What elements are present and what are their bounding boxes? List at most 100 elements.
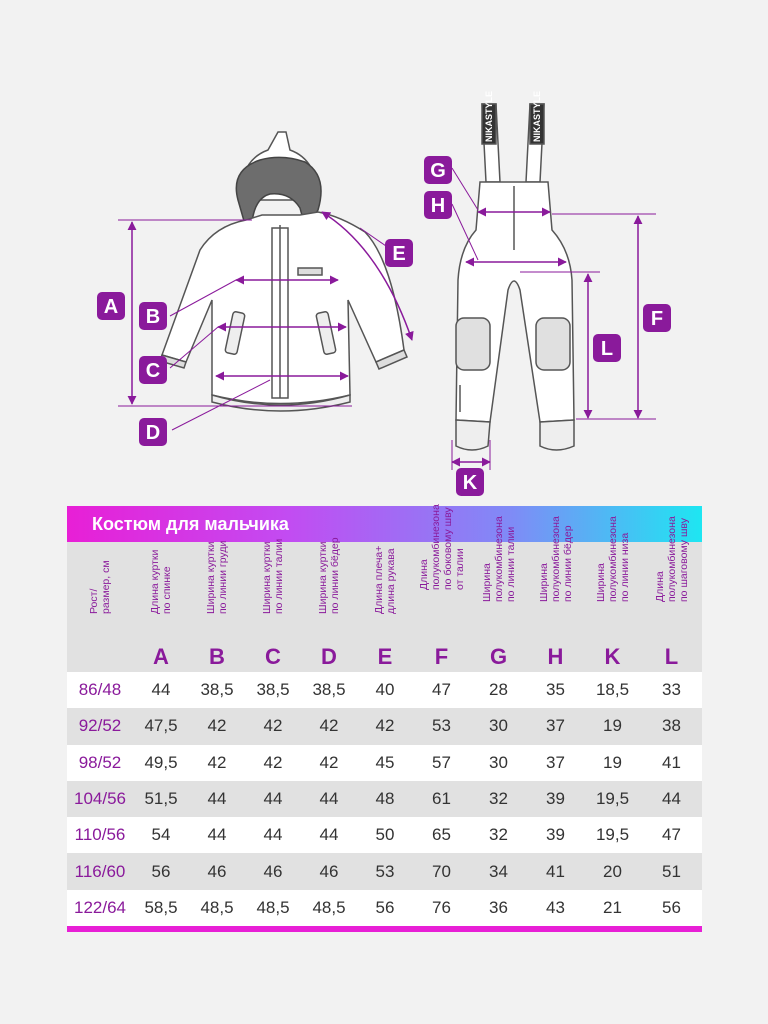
value-cell: 42 <box>319 752 339 772</box>
value-cell: 19 <box>603 752 622 772</box>
svg-text:C: C <box>146 360 160 382</box>
value-cell: 30 <box>489 752 508 772</box>
value-cell: 47 <box>662 825 681 845</box>
size-cell: 116/60 <box>74 861 126 881</box>
jacket-drawing <box>159 131 408 412</box>
svg-text:D: D <box>146 422 160 444</box>
value-cell: 44 <box>263 789 283 809</box>
value-cell: 21 <box>603 897 622 917</box>
value-cell: 44 <box>662 789 681 809</box>
value-cell: 36 <box>489 897 508 917</box>
value-cell: 45 <box>375 752 395 772</box>
header-desc: Ширина куртки по линии бёдер <box>317 537 341 614</box>
value-cell: 54 <box>151 825 171 845</box>
svg-text:K: K <box>463 472 478 494</box>
label-l: L <box>593 334 621 362</box>
value-cell: 37 <box>546 752 565 772</box>
header-desc: Длина полукомбинезона по шаговому шву <box>653 516 690 602</box>
value-cell: 56 <box>375 897 395 917</box>
value-cell: 40 <box>375 680 395 700</box>
value-cell: 51,5 <box>144 789 178 809</box>
svg-text:A: A <box>104 296 118 318</box>
label-g: G <box>424 156 452 184</box>
label-b: B <box>139 302 167 330</box>
value-cell: 58,5 <box>144 897 178 917</box>
header-desc: Длина куртки по спинке <box>149 549 173 614</box>
overalls-measurements <box>451 167 656 470</box>
value-cell: 48 <box>375 789 395 809</box>
value-cell: 33 <box>662 680 681 700</box>
value-cell: 56 <box>151 861 171 881</box>
value-cell: 53 <box>432 716 451 736</box>
value-cell: 44 <box>263 825 283 845</box>
value-cell: 46 <box>319 861 339 881</box>
label-f: F <box>643 304 671 332</box>
value-cell: 44 <box>319 825 339 845</box>
value-cell: 46 <box>207 861 227 881</box>
value-cell: 70 <box>432 861 451 881</box>
value-cell: 42 <box>319 716 339 736</box>
value-cell: 37 <box>546 716 565 736</box>
jacket-measurements <box>118 211 414 431</box>
header-col-6: Длина полукомбинезона по боковому шву от… <box>413 504 470 672</box>
value-cell: 32 <box>489 789 508 809</box>
svg-text:NIKASTYLE: NIKASTYLE <box>532 91 542 142</box>
value-cell: 56 <box>662 897 681 917</box>
value-cell: 42 <box>263 716 283 736</box>
value-cell: 76 <box>432 897 451 917</box>
size-cell: 92/52 <box>78 716 122 736</box>
suspender-text: NIKASTYLE NIKASTYLE <box>484 91 542 142</box>
header-letter: D <box>321 644 337 669</box>
value-cell: 42 <box>207 752 227 772</box>
value-cell: 19 <box>603 716 622 736</box>
size-cell: 104/56 <box>74 789 126 809</box>
svg-text:B: B <box>146 306 160 328</box>
value-cell: 28 <box>489 680 508 700</box>
header-desc: Ширина полукомбинезона по линии низа <box>594 516 631 602</box>
svg-text:G: G <box>430 160 446 182</box>
size-cell: 86/48 <box>78 680 122 700</box>
value-cell: 48,5 <box>256 897 290 917</box>
svg-text:L: L <box>601 338 613 360</box>
table-bottom-bar <box>67 926 702 933</box>
value-cell: 38,5 <box>312 680 346 700</box>
header-letter: B <box>209 644 225 669</box>
value-cell: 32 <box>489 825 508 845</box>
value-cell: 57 <box>432 752 451 772</box>
value-cell: 53 <box>375 861 395 881</box>
header-desc: Длина полукомбинезона по боковому шву от… <box>417 504 466 590</box>
value-cell: 43 <box>546 897 565 917</box>
value-cell: 46 <box>263 861 283 881</box>
value-cell: 50 <box>375 825 395 845</box>
label-k: K <box>456 468 484 496</box>
value-cell: 20 <box>603 861 622 881</box>
size-cell: 98/52 <box>78 752 122 772</box>
label-h: H <box>424 191 452 219</box>
value-cell: 47,5 <box>144 716 178 736</box>
table-title: Костюм для мальчика <box>67 506 702 542</box>
svg-text:NIKASTYLE: NIKASTYLE <box>484 91 494 142</box>
overalls-drawing <box>455 103 575 451</box>
value-cell: 19,5 <box>595 825 630 845</box>
value-cell: 44 <box>319 789 339 809</box>
svg-text:F: F <box>651 308 663 330</box>
value-cell: 34 <box>489 861 508 881</box>
value-cell: 41 <box>546 861 565 881</box>
size-cell: 110/56 <box>74 825 126 845</box>
svg-text:H: H <box>431 195 445 217</box>
value-cell: 39 <box>546 825 565 845</box>
label-a: A <box>97 292 125 320</box>
header-letter: A <box>153 644 169 669</box>
